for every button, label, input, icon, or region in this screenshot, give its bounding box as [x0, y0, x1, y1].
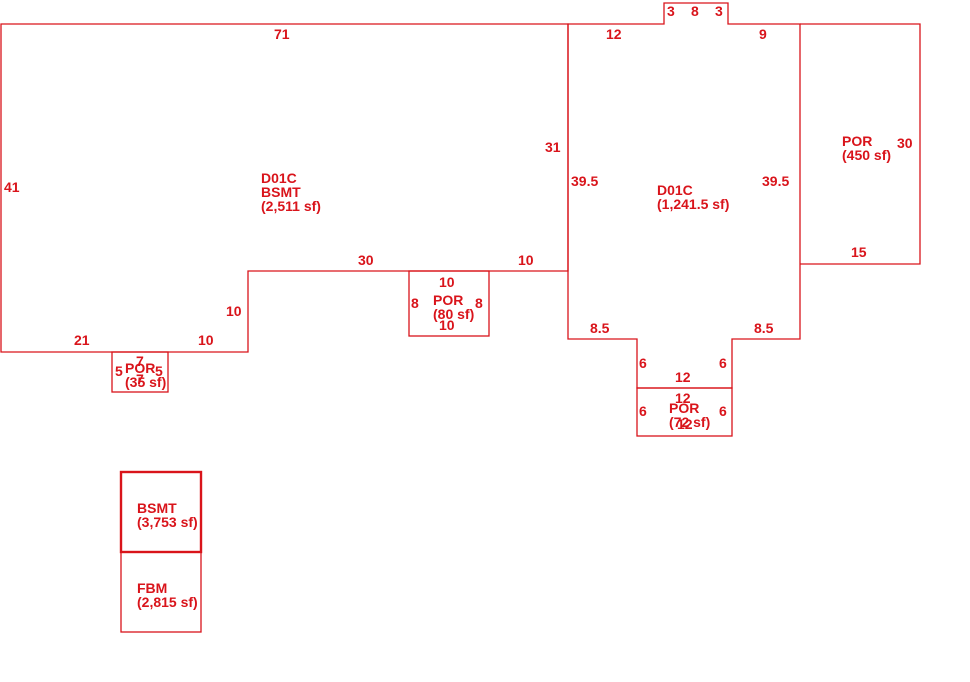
dim-por80-bottom: 10: [439, 317, 455, 333]
dim-bottom-10: 10: [198, 332, 214, 348]
dim-por72-left: 6: [639, 403, 647, 419]
dim-low-6b: 6: [719, 355, 727, 371]
dim-top-71: 71: [274, 26, 290, 42]
legend-fbm-box: [120, 551, 202, 633]
dim-right-39-5: 39.5: [762, 173, 789, 189]
legend-bsmt-area: (3,753 sf): [137, 514, 198, 530]
bsmt-code-label: D01C: [261, 170, 297, 186]
dim-left-31: 31: [545, 139, 561, 155]
dim-mid-30: 30: [358, 252, 374, 268]
dim-left-39-5: 39.5: [571, 173, 598, 189]
dim-low-8-5b: 8.5: [754, 320, 774, 336]
dim-bump-3a: 3: [667, 3, 675, 19]
dim-por35-top: 7: [136, 353, 144, 369]
por-35-outline: [111, 351, 169, 393]
dim-por35-bottom: 7: [136, 371, 144, 387]
por-80-outline: [408, 270, 490, 337]
dim-left-41: 41: [4, 179, 20, 195]
dim-por80-top: 10: [439, 274, 455, 290]
por35-area-label: (35 sf): [125, 374, 166, 390]
por-72-outline: [636, 387, 733, 437]
d01c-code-label: D01C: [657, 182, 693, 198]
dim-top-9: 9: [759, 26, 767, 42]
dim-low-12: 12: [675, 369, 691, 385]
por80-type-label: POR: [433, 292, 463, 308]
legend-fbm-area: (2,815 sf): [137, 594, 198, 610]
legend-fbm-name: FBM: [137, 580, 167, 596]
dim-por35-left: 5: [115, 363, 123, 379]
dim-top-12: 12: [606, 26, 622, 42]
por-450-outline: [800, 23, 921, 265]
por72-type-label: POR: [669, 400, 699, 416]
dim-por450-15: 15: [851, 244, 867, 260]
dim-por80-right: 8: [475, 295, 483, 311]
dim-bump-8: 8: [691, 3, 699, 19]
dim-low-8-5a: 8.5: [590, 320, 610, 336]
dim-bump-3b: 3: [715, 3, 723, 19]
dim-por35-right: 5: [155, 363, 163, 379]
dim-por72-right: 6: [719, 403, 727, 419]
dim-por72-bottom: 12: [677, 416, 693, 432]
legend-bsmt-name: BSMT: [137, 500, 177, 516]
dim-por80-left: 8: [411, 295, 419, 311]
dim-low-6a: 6: [639, 355, 647, 371]
dim-por450-30: 30: [897, 135, 913, 151]
por72-area-label: (72 sf): [669, 414, 710, 430]
por35-type-label: POR: [125, 360, 155, 376]
dim-por72-top: 12: [675, 390, 691, 406]
por450-type-label: POR: [842, 133, 872, 149]
dim-step-10: 10: [226, 303, 242, 319]
d01c-outline: [567, 2, 801, 389]
por450-area-label: (450 sf): [842, 147, 891, 163]
bsmt-area-label: (2,511 sf): [261, 198, 321, 214]
dim-mid-10: 10: [518, 252, 534, 268]
bsmt-type-label: BSMT: [261, 184, 301, 200]
d01c-area-label: (1,241.5 sf): [657, 196, 729, 212]
por80-area-label: (80 sf): [433, 306, 474, 322]
dim-bottom-21: 21: [74, 332, 90, 348]
